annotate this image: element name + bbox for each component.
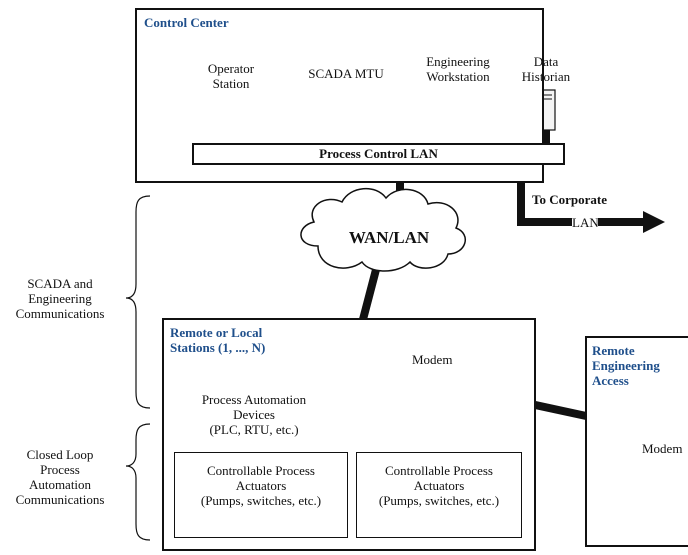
process-control-lan-label: Process Control LAN <box>319 146 438 161</box>
remote-modem-label: Modem <box>642 441 683 456</box>
closed-loop-brace <box>125 423 151 541</box>
closed-loop-brace-label: Closed Loop Process Automation Communica… <box>15 447 105 507</box>
station-modem-label: Modem <box>412 352 453 367</box>
scada-brace <box>125 195 151 409</box>
operator-station-label: Operator Station <box>207 61 255 91</box>
corporate-arrow-icon <box>643 211 665 233</box>
data-historian-label: Data Historian <box>521 54 571 84</box>
to-corporate-label: To Corporate <box>532 192 607 207</box>
remote-access-title: Remote Engineering Access <box>592 343 660 388</box>
remote-stations-title: Remote or Local Stations (1, ..., N) <box>170 325 266 355</box>
remote-access-panel <box>585 336 688 547</box>
actuator-2-label: Controllable Process Actuators (Pumps, s… <box>378 463 500 508</box>
engineering-workstation-label: Engineering Workstation <box>426 54 490 84</box>
wan-cloud <box>300 188 466 272</box>
corporate-lan-label: LAN <box>572 215 599 230</box>
scada-brace-label: SCADA and Engineering Communications <box>15 276 105 321</box>
pad-label: Process Automation Devices (PLC, RTU, et… <box>201 392 307 437</box>
process-control-lan-bar <box>192 143 565 165</box>
actuator-box-1 <box>174 452 348 538</box>
corporate-link <box>517 165 572 226</box>
wan-lan-label: WAN/LAN <box>348 228 430 247</box>
actuator-box-2 <box>356 452 522 538</box>
scada-mtu-label: SCADA MTU <box>308 66 384 81</box>
control-center-title: Control Center <box>144 15 229 30</box>
actuator-1-label: Controllable Process Actuators (Pumps, s… <box>200 463 322 508</box>
